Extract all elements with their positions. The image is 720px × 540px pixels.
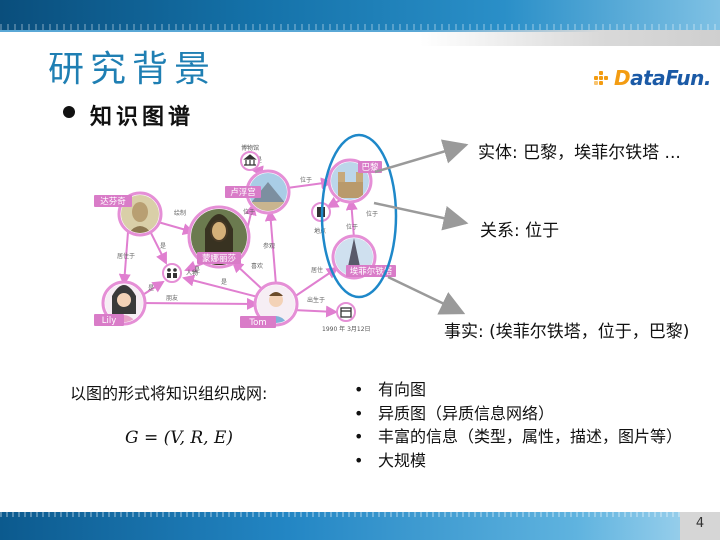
- slide-subtitle: 知识图谱: [90, 105, 195, 130]
- logo-text: DataFun.: [614, 66, 711, 90]
- footer-band: [0, 512, 720, 540]
- definition-text: 以图的形式将知识组织成网:: [70, 384, 268, 403]
- header-band: [0, 0, 720, 30]
- feature-item: 丰富的信息（类型，属性，描述，图片等）: [352, 425, 682, 449]
- edge-label-located-3: 位于: [366, 210, 378, 218]
- annotation-fact: 事实: (埃菲尔铁塔，位于，巴黎): [444, 322, 690, 342]
- edge-label-friend: 朋友: [166, 294, 178, 302]
- person-icon-node: 人物: [162, 263, 198, 283]
- feature-item: 有向图: [352, 378, 682, 402]
- arrow-fact: [387, 275, 466, 315]
- edge-tom-mona: [231, 260, 263, 290]
- edge-label-located-1: 位于: [243, 208, 255, 216]
- calendar-icon-node: 1990 年 3月12日: [322, 302, 371, 333]
- arrow-relation: [373, 201, 469, 231]
- place-label: 地点: [314, 227, 326, 235]
- edge-label-born: 出生于: [307, 296, 325, 304]
- edge-label-is-5: 是: [194, 267, 200, 274]
- feature-item: 大规模: [352, 449, 682, 473]
- tag-eiffel: 埃菲尔铁塔: [350, 266, 393, 277]
- edge-label-located-4: 位于: [346, 223, 358, 231]
- page-number: 4: [695, 516, 705, 531]
- datafun-logo: DataFun.: [594, 64, 711, 92]
- edge-drew: [157, 221, 195, 236]
- node-tags: 达芬奇 蒙娜丽莎 卢浮宫 巴黎 埃菲尔铁塔 Lily Tom: [94, 161, 396, 328]
- tag-davinci: 达芬奇: [100, 196, 126, 207]
- annotation-entity: 实体: 巴黎，埃菲尔铁塔 ...: [478, 143, 681, 163]
- edge-label-visit: 参观: [263, 242, 275, 250]
- slide-title: 研究背景: [48, 49, 217, 90]
- edge-tom-date: [292, 305, 338, 318]
- edge-louvre-paris: [286, 177, 333, 190]
- edge-lily-tom: [139, 297, 259, 310]
- edge-label-located-2: 位于: [300, 176, 312, 184]
- header-fade: [420, 30, 720, 46]
- tag-mona-lisa: 蒙娜丽莎: [202, 253, 237, 264]
- edge-davinci-lily: [118, 231, 131, 286]
- edge-label-like: 喜欢: [251, 262, 263, 270]
- edge-tom-eiffel: [293, 266, 339, 298]
- feature-item: 异质图（异质信息网络）: [352, 402, 682, 426]
- tag-tom: Tom: [248, 318, 266, 328]
- arrow-entity: [374, 139, 469, 174]
- edge-label-live-in: 居住于: [117, 252, 135, 260]
- annotation-arrows: [373, 139, 469, 315]
- edge-tom-person: [182, 274, 259, 298]
- edge-eiffel-paris: [345, 198, 358, 239]
- annotation-relation: 关系: 位于: [480, 221, 560, 241]
- edge-tom-louvre: [264, 209, 277, 286]
- edge-labels: 绘制 居住于 是 位于 位于 是 位于 朋友 是 是 喜欢 参观 居住 出生于 …: [117, 157, 378, 304]
- tag-paris: 巴黎: [361, 162, 379, 173]
- edge-davinci-person: [149, 230, 167, 265]
- header-stripe: [0, 30, 720, 32]
- graph-formula: G = (V, R, E): [125, 428, 234, 448]
- edge-label-is-3: 是: [148, 285, 154, 292]
- feature-list: 有向图 异质图（异质信息网络） 丰富的信息（类型，属性，描述，图片等） 大规模: [352, 378, 682, 472]
- edge-label-is-4: 是: [221, 279, 227, 286]
- edge-label-drew: 绘制: [174, 209, 186, 217]
- logo-mark-icon: [594, 69, 612, 87]
- tag-lily: Lily: [102, 316, 117, 326]
- edge-lily-person: [140, 280, 165, 297]
- tag-louvre: 卢浮宫: [230, 187, 256, 198]
- date-label: 1990 年 3月12日: [322, 325, 371, 333]
- person-label: 人物: [186, 269, 198, 277]
- museum-icon-node: 博物馆: [240, 144, 260, 171]
- museum-label: 博物馆: [241, 144, 259, 152]
- page-number-box: [680, 512, 720, 540]
- edge-label-lives: 居住: [311, 266, 323, 274]
- edge-label-is-1: 是: [160, 243, 166, 250]
- subtitle-bullet-icon: [63, 106, 75, 118]
- highlight-ellipse: [320, 133, 398, 299]
